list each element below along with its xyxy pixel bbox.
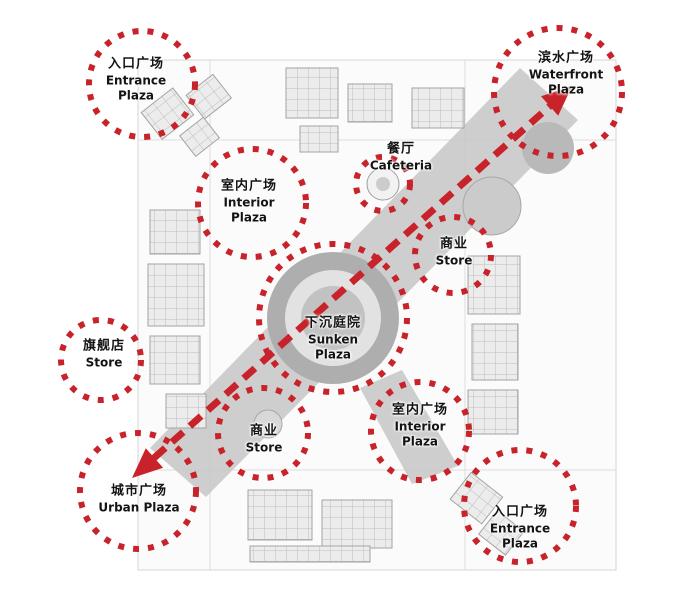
sunken-court-inner <box>301 286 365 350</box>
floor-plan-layer <box>137 59 617 571</box>
building-block <box>478 509 525 556</box>
building-block <box>321 499 393 549</box>
building-block <box>149 209 201 255</box>
zone-circle-flagship-store <box>58 317 144 403</box>
building-block <box>149 335 201 385</box>
zone-circle-interior-plaza-lower <box>368 379 472 483</box>
building-block <box>140 87 195 141</box>
axis-arrowhead-northeast <box>541 86 572 116</box>
axis-arrow-shaft <box>151 103 553 461</box>
building-block <box>467 389 519 435</box>
building-block <box>179 116 221 157</box>
building-block <box>249 545 371 563</box>
axis-arrowhead-southwest <box>132 448 164 478</box>
zone-circles-layer <box>58 25 625 565</box>
nw-angled-cluster <box>140 73 233 157</box>
zone-circle-urban-plaza <box>77 430 199 552</box>
building-block <box>247 489 313 541</box>
zone-circle-cafeteria <box>353 154 413 214</box>
zone-circle-entrance-plaza-se <box>461 447 579 565</box>
round-court-east <box>462 176 522 236</box>
building-block <box>185 73 233 120</box>
building-block <box>299 125 339 153</box>
se-angled-cluster <box>449 471 525 556</box>
building-block <box>411 87 465 129</box>
zone-circle-entrance-plaza-nw <box>86 28 198 140</box>
zone-circle-waterfront-plaza <box>491 25 625 159</box>
cafeteria-court-core <box>376 177 390 191</box>
building-block <box>471 323 519 381</box>
zone-circle-sunken-plaza <box>256 241 410 395</box>
concourse-branch <box>360 370 458 484</box>
building-block <box>347 83 393 123</box>
building-block <box>165 393 207 429</box>
building-block <box>285 67 339 119</box>
round-court-south <box>253 409 283 439</box>
round-court-waterfront <box>522 122 574 174</box>
zone-circle-interior-plaza-upper <box>195 146 309 260</box>
zone-circle-store-south <box>215 385 311 481</box>
zone-circle-store-east <box>412 214 494 296</box>
building-block <box>147 263 205 327</box>
circulation-axis-arrow <box>132 86 572 478</box>
